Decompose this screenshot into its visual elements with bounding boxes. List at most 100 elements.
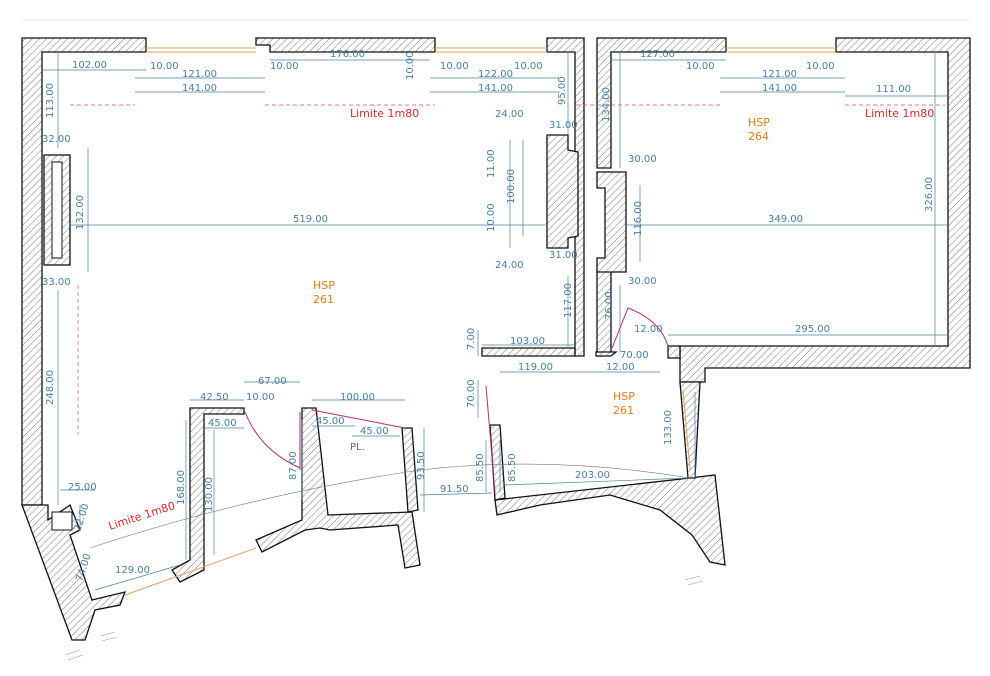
dim: 295.00	[795, 324, 830, 335]
dim: 10.00	[150, 61, 179, 72]
dim: 168.00	[176, 470, 187, 505]
partition-stub	[595, 351, 618, 357]
dim: 7.00	[466, 328, 477, 350]
dim: 33.00	[42, 277, 71, 288]
dim: 87.00	[288, 451, 299, 480]
room-labels: HSP 261 HSP 264 HSP 261	[313, 116, 770, 417]
room-3-label: HSP	[613, 390, 635, 403]
dim: 10.00	[270, 61, 299, 72]
limit-label-2: Limite 1m80	[865, 107, 934, 120]
room-1-label: HSP	[313, 279, 335, 292]
wall-lower-closet-a	[171, 407, 245, 583]
dim: 30.00	[628, 154, 657, 165]
dim: 70.00	[620, 350, 649, 361]
dim: 10.00	[440, 61, 469, 72]
dim: 116.00	[633, 201, 644, 236]
limit-labels: Limite 1m80 Limite 1m80 Limite 1m80	[107, 107, 934, 533]
chimney-left	[546, 134, 579, 249]
dim: 95.00	[557, 76, 568, 105]
dim: 176.00	[330, 49, 365, 60]
break-marks	[64, 575, 704, 661]
dim: 10.00	[486, 203, 497, 232]
dim: 30.00	[628, 276, 657, 287]
room-1-value: 261	[313, 293, 334, 306]
dim: 12.00	[634, 324, 663, 335]
dim: 85.50	[507, 453, 518, 482]
dim: 24.00	[495, 260, 524, 271]
dim: 113.00	[45, 83, 56, 118]
dim: 121.00	[182, 69, 217, 80]
dim: 121.00	[762, 69, 797, 80]
wall-closet-b-right	[401, 427, 419, 513]
dim: 117.00	[563, 283, 574, 318]
dim: 42.50	[200, 392, 229, 403]
wall-right-room-top	[596, 37, 727, 169]
small-shaft	[51, 511, 73, 531]
dim: 91.50	[440, 484, 469, 495]
wall-lower-room-bottom	[494, 474, 726, 566]
dim: 45.00	[360, 426, 389, 437]
dim: 248.00	[45, 370, 56, 405]
room-2-value: 264	[748, 130, 769, 143]
limit-label-3: Limite 1m80	[107, 499, 177, 533]
dim: 134.00	[601, 87, 612, 122]
window-5	[124, 547, 257, 596]
dim: 25.00	[68, 482, 97, 493]
pl-label: PL.	[350, 442, 365, 453]
dim: 326.00	[924, 177, 935, 212]
wall-lower-room-right	[679, 381, 701, 479]
dim: 519.00	[293, 214, 328, 225]
room-3-value: 261	[613, 404, 634, 417]
dimension-labels: 102.00 10.00 121.00 141.00 10.00 176.00 …	[42, 49, 935, 583]
wall-lower-left	[21, 504, 127, 641]
dim: 10.00	[686, 61, 715, 72]
wall-left-room	[21, 37, 147, 506]
door-swing-2	[311, 409, 406, 429]
dim: 93.50	[416, 451, 427, 480]
dim: 85.50	[475, 453, 486, 482]
dimension-lines	[42, 52, 948, 591]
dim: 12.00	[606, 362, 635, 373]
dim: 45.00	[208, 418, 237, 429]
room-2-label: HSP	[748, 116, 770, 129]
dim: 132.00	[75, 195, 86, 230]
dim: 103.00	[510, 336, 545, 347]
left-pillar-core	[51, 161, 63, 259]
wall-lower-closet-b	[255, 407, 421, 569]
chimney-right	[596, 171, 627, 273]
dim: 203.00	[575, 470, 610, 481]
dim: 100.00	[340, 392, 375, 403]
door-swing-1	[244, 411, 301, 469]
dim: 11.00	[486, 149, 497, 178]
dim: 102.00	[72, 60, 107, 71]
dim: 31.00	[549, 120, 578, 131]
door-jamb	[667, 345, 681, 359]
dim: 76.00	[604, 291, 615, 320]
dim: 141.00	[478, 83, 513, 94]
dim: 111.00	[876, 84, 911, 95]
door-swing-3	[485, 385, 496, 493]
dim: 119.00	[518, 362, 553, 373]
dim: 127.00	[640, 49, 675, 60]
dim: 141.00	[762, 83, 797, 94]
dim: 141.00	[182, 83, 217, 94]
dim: 10.00	[246, 392, 275, 403]
wall-top-middle	[255, 37, 436, 53]
dim: 22.00	[72, 502, 91, 533]
door-swing-4	[611, 307, 669, 349]
dim: 24.00	[495, 109, 524, 120]
limit-label-1: Limite 1m80	[350, 107, 419, 120]
dim: 100.00	[506, 169, 517, 204]
dim: 32.00	[42, 134, 71, 145]
window-4	[682, 389, 691, 471]
dim: 130.00	[204, 477, 215, 512]
dim: 31.00	[549, 250, 578, 261]
dim: 70.00	[466, 379, 477, 408]
dim: 45.00	[316, 416, 345, 427]
dim: 10.00	[514, 61, 543, 72]
dim: 10.00	[405, 51, 416, 80]
partition-bar	[481, 347, 576, 357]
dim: 67.00	[258, 376, 287, 387]
